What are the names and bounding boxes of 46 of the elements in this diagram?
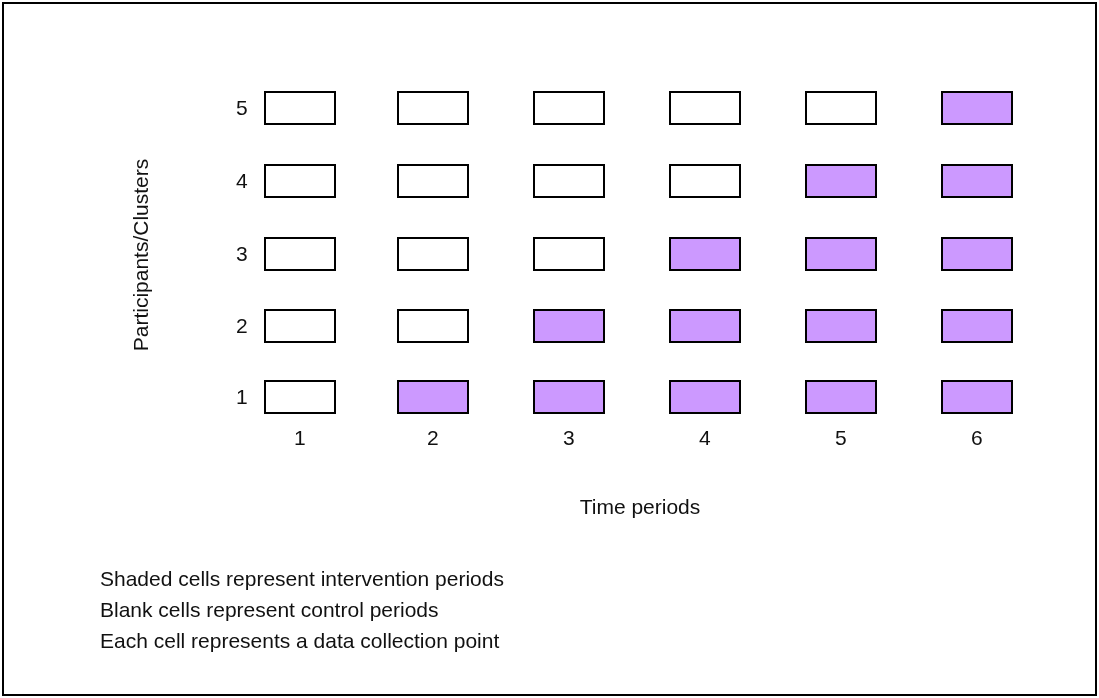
shaded-cell — [805, 164, 877, 198]
axis-title: Time periods — [579, 496, 701, 517]
note-text: Shaded cells represent intervention periods — [100, 568, 504, 589]
blank-cell — [669, 164, 741, 198]
shaded-cell — [805, 380, 877, 414]
row-number: 5 — [236, 97, 248, 118]
shaded-cell — [941, 380, 1013, 414]
note-text: Each cell represents a data collection point — [100, 630, 500, 651]
shaded-cell — [669, 309, 741, 343]
shaded-cell — [533, 380, 605, 414]
shaded-cell — [805, 237, 877, 271]
shaded-cell — [669, 380, 741, 414]
column-number: 4 — [699, 427, 711, 448]
shaded-cell — [805, 309, 877, 343]
blank-cell — [805, 91, 877, 125]
blank-cell — [397, 164, 469, 198]
blank-cell — [264, 309, 336, 343]
blank-cell — [397, 237, 469, 271]
blank-cell — [533, 164, 605, 198]
blank-cell — [533, 237, 605, 271]
row-number: 3 — [236, 243, 248, 264]
column-number: 3 — [563, 427, 575, 448]
shaded-cell — [941, 164, 1013, 198]
blank-cell — [264, 91, 336, 125]
shaded-cell — [397, 380, 469, 414]
blank-cell — [264, 237, 336, 271]
row-number: 1 — [236, 386, 248, 407]
shaded-cell — [941, 237, 1013, 271]
blank-cell — [533, 91, 605, 125]
column-number: 5 — [835, 427, 847, 448]
axis-title: Participants/Clusters — [129, 158, 151, 352]
column-number: 2 — [427, 427, 439, 448]
column-number: 1 — [294, 427, 306, 448]
note-text: Blank cells represent control periods — [100, 599, 439, 620]
blank-cell — [397, 91, 469, 125]
row-number: 2 — [236, 315, 248, 336]
blank-cell — [264, 164, 336, 198]
shaded-cell — [941, 91, 1013, 125]
shaded-cell — [669, 237, 741, 271]
blank-cell — [397, 309, 469, 343]
blank-cell — [264, 380, 336, 414]
blank-cell — [669, 91, 741, 125]
column-number: 6 — [971, 427, 983, 448]
shaded-cell — [941, 309, 1013, 343]
row-number: 4 — [236, 170, 248, 191]
shaded-cell — [533, 309, 605, 343]
